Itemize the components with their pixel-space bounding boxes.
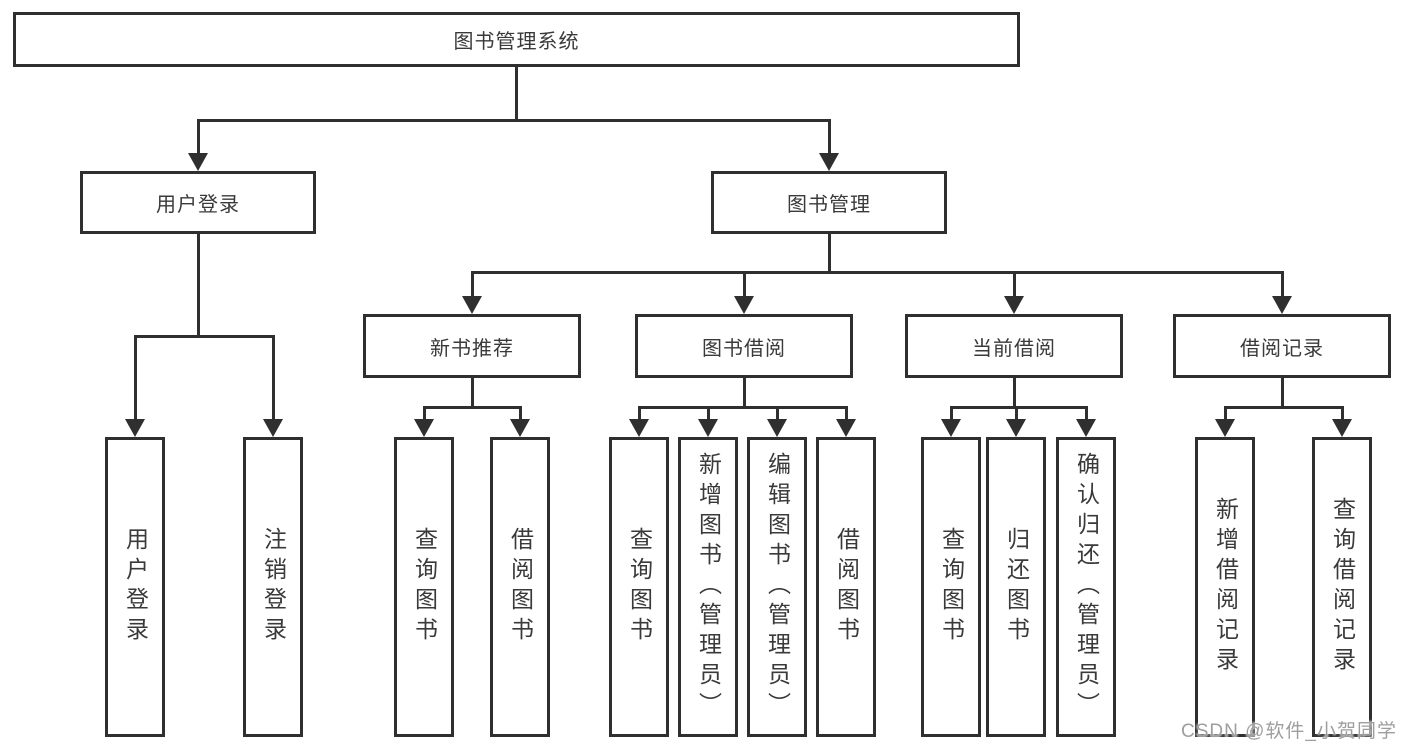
connector-line	[707, 406, 710, 420]
connector-line	[134, 335, 137, 419]
node-borrow-records: 借阅记录	[1173, 314, 1391, 378]
leaf-confirm-return-admin: 确认归还（管理员）	[1056, 437, 1116, 737]
connector-line	[471, 271, 1283, 274]
arrowhead-down	[819, 153, 839, 171]
connector-line	[1013, 271, 1016, 296]
connector-line	[776, 406, 779, 420]
connector-line	[1341, 406, 1344, 420]
leaf-logout: 注销登录	[243, 437, 303, 737]
arrowhead-down	[1215, 419, 1235, 437]
connector-line	[134, 335, 275, 338]
connector-line	[828, 119, 831, 153]
connector-line	[272, 335, 275, 419]
leaf-query-book-2: 查询图书	[609, 437, 669, 737]
connector-line	[950, 406, 953, 420]
arrowhead-down	[263, 419, 283, 437]
arrowhead-down	[125, 419, 145, 437]
connector-line	[638, 406, 641, 420]
connector-line	[1224, 406, 1227, 420]
connector-line	[743, 271, 746, 296]
arrowhead-down	[414, 419, 434, 437]
connector-line	[515, 66, 518, 120]
arrowhead-down	[1272, 296, 1292, 314]
leaf-add-borrow-record: 新增借阅记录	[1195, 437, 1255, 737]
connector-line	[845, 406, 848, 420]
arrowhead-down	[836, 419, 856, 437]
connector-line	[638, 406, 847, 409]
node-current-borrow: 当前借阅	[905, 314, 1123, 378]
arrowhead-down	[1076, 419, 1096, 437]
arrowhead-down	[188, 153, 208, 171]
arrowhead-down	[510, 419, 530, 437]
connector-line	[828, 233, 831, 273]
arrowhead-down	[698, 419, 718, 437]
watermark: CSDN @软件_小贺同学	[1181, 721, 1397, 742]
connector-line	[471, 377, 474, 408]
connector-line	[423, 406, 426, 420]
node-book-management: 图书管理	[711, 171, 947, 234]
node-user-login: 用户登录	[80, 171, 316, 234]
connector-line	[1085, 406, 1088, 420]
connector-line	[950, 406, 1087, 409]
node-new-book-recommend: 新书推荐	[363, 314, 581, 378]
connector-line	[519, 406, 522, 420]
connector-line	[1281, 377, 1284, 408]
arrowhead-down	[462, 296, 482, 314]
connector-line	[743, 377, 746, 408]
arrowhead-down	[941, 419, 961, 437]
connector-line	[197, 119, 200, 153]
connector-line	[1281, 271, 1284, 296]
arrowhead-down	[767, 419, 787, 437]
leaf-return-book: 归还图书	[986, 437, 1046, 737]
arrowhead-down	[734, 296, 754, 314]
leaf-edit-book-admin: 编辑图书（管理员）	[747, 437, 807, 737]
leaf-query-book-1: 查询图书	[394, 437, 454, 737]
connector-line	[423, 406, 521, 409]
connector-line	[197, 119, 830, 122]
connector-line	[1013, 377, 1016, 408]
arrowhead-down	[1332, 419, 1352, 437]
node-book-borrow: 图书借阅	[635, 314, 853, 378]
leaf-query-book-3: 查询图书	[921, 437, 981, 737]
leaf-query-borrow-record: 查询借阅记录	[1312, 437, 1372, 737]
connector-line	[1015, 406, 1018, 420]
arrowhead-down	[1004, 296, 1024, 314]
connector-line	[1224, 406, 1343, 409]
leaf-borrow-book-1: 借阅图书	[490, 437, 550, 737]
connector-line	[471, 271, 474, 296]
leaf-add-book-admin: 新增图书（管理员）	[678, 437, 738, 737]
arrowhead-down	[629, 419, 649, 437]
node-root: 图书管理系统	[13, 12, 1020, 67]
leaf-user-login: 用户登录	[105, 437, 165, 737]
arrowhead-down	[1006, 419, 1026, 437]
connector-line	[197, 233, 200, 337]
leaf-borrow-book-2: 借阅图书	[816, 437, 876, 737]
